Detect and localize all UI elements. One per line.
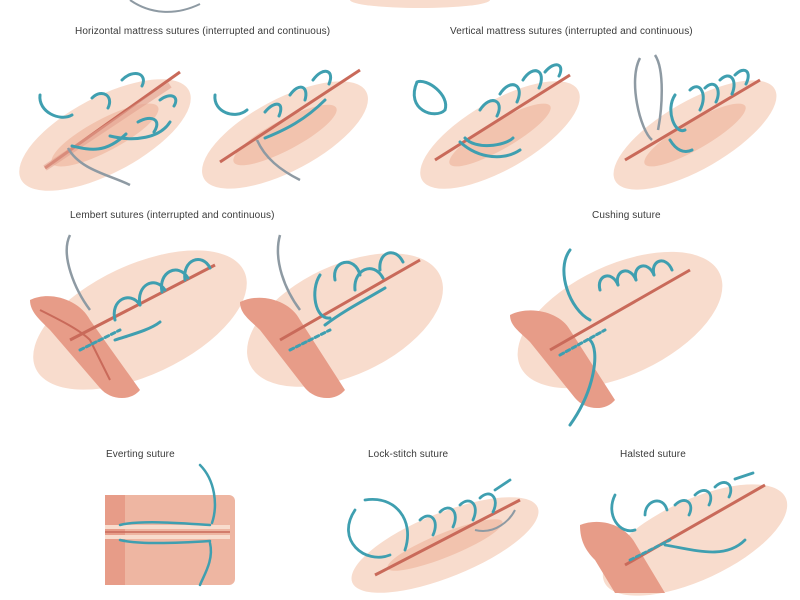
illustration-everting-suture	[100, 463, 245, 590]
illustration-vertical-mattress-continuous	[600, 50, 790, 195]
illustration-cushing-suture	[500, 230, 723, 430]
caption-everting: Everting suture	[106, 449, 175, 460]
caption-lembert: Lembert sutures (interrupted and continu…	[70, 210, 275, 221]
illustration-vertical-mattress-interrupted	[405, 50, 585, 195]
caption-vertical-mattress: Vertical mattress sutures (interrupted a…	[450, 26, 693, 37]
caption-cushing: Cushing suture	[592, 210, 661, 221]
caption-horizontal-mattress: Horizontal mattress sutures (interrupted…	[75, 26, 331, 37]
illustration-horizontal-mattress-continuous	[195, 50, 375, 195]
illustration-horizontal-mattress-interrupted	[10, 50, 200, 195]
illustration-lockstitch-suture	[335, 470, 539, 595]
illustration-lembert-continuous	[235, 230, 443, 410]
illustration-halsted-suture	[575, 465, 790, 596]
illustration-lembert-interrupted	[20, 230, 250, 410]
top-edge-fragment	[129, 0, 490, 13]
caption-halsted: Halsted suture	[620, 449, 686, 460]
caption-lockstitch: Lock-stitch suture	[368, 449, 449, 460]
